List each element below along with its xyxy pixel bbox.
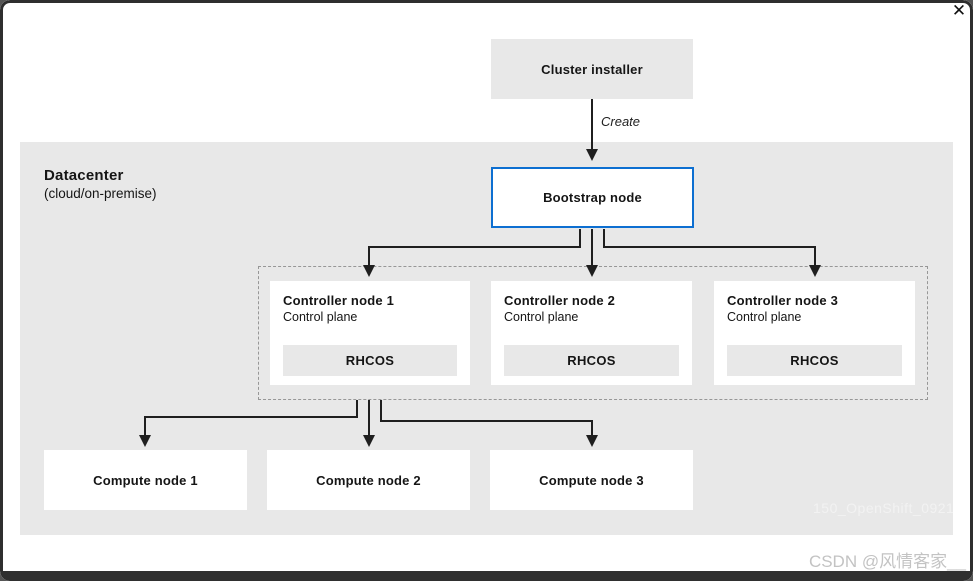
- controller-node-1-title: Controller node 1: [283, 293, 395, 308]
- controller-node-1-subtitle: Control plane: [283, 310, 358, 324]
- controller-node-3-rhcos-box: RHCOS: [727, 345, 902, 376]
- connector-bootstrap-left-horizontal: [369, 246, 581, 248]
- controller-node-1-rhcos-box: RHCOS: [283, 345, 457, 376]
- create-label: Create: [601, 114, 641, 129]
- connector-bootstrap-left-stub: [579, 229, 581, 248]
- datacenter-label: Datacenter (cloud/on-premise): [44, 167, 157, 201]
- connector-bootstrap-middle-drop: [591, 229, 593, 266]
- connector-group-left-drop: [144, 416, 146, 436]
- cluster-installer-label: Cluster installer: [541, 61, 643, 77]
- connector-group-right-drop: [591, 420, 593, 436]
- connector-group-left-stub: [356, 400, 358, 418]
- controller-node-2-title: Controller node 2: [504, 293, 616, 308]
- connector-create-arrowhead: [586, 149, 598, 161]
- controller-node-2-subtitle: Control plane: [504, 310, 579, 324]
- compute-node-1-label: Compute node 1: [93, 472, 198, 488]
- controller-node-3-subtitle: Control plane: [727, 310, 802, 324]
- connector-group-right-stub: [380, 400, 382, 422]
- connector-controller3-arrowhead: [809, 265, 821, 277]
- cluster-installer-box: Cluster installer: [491, 39, 693, 99]
- controller-node-1-box: Controller node 1 Control plane RHCOS: [270, 281, 470, 385]
- controller-node-3-box: Controller node 3 Control plane RHCOS: [714, 281, 915, 385]
- bootstrap-node-box: Bootstrap node: [491, 167, 694, 228]
- controller-node-3-title: Controller node 3: [727, 293, 839, 308]
- diagram-id-watermark: 150_OpenShift_0921: [813, 500, 955, 516]
- connector-compute2-arrowhead: [363, 435, 375, 447]
- compute-node-1-box: Compute node 1: [44, 450, 247, 510]
- connector-group-right-horizontal: [380, 420, 593, 422]
- bootstrap-node-label: Bootstrap node: [543, 190, 642, 205]
- compute-node-3-box: Compute node 3: [490, 450, 693, 510]
- connector-compute3-arrowhead: [586, 435, 598, 447]
- controller-node-2-rhcos-box: RHCOS: [504, 345, 679, 376]
- datacenter-title: Datacenter: [44, 167, 124, 184]
- csdn-watermark: CSDN @风情客家__: [808, 552, 966, 571]
- connector-compute1-arrowhead: [139, 435, 151, 447]
- connector-group-left-horizontal: [144, 416, 358, 418]
- close-icon[interactable]: ✕: [951, 1, 967, 20]
- connector-controller1-arrowhead: [363, 265, 375, 277]
- connector-bootstrap-left-drop: [368, 246, 370, 266]
- connector-group-middle-drop: [368, 400, 370, 436]
- compute-node-3-label: Compute node 3: [539, 472, 644, 488]
- connector-bootstrap-right-stub: [603, 229, 605, 248]
- connector-bootstrap-right-horizontal: [603, 246, 815, 248]
- compute-node-2-box: Compute node 2: [267, 450, 470, 510]
- compute-node-2-label: Compute node 2: [316, 472, 421, 488]
- connector-controller2-arrowhead: [586, 265, 598, 277]
- datacenter-subtitle: (cloud/on-premise): [44, 186, 157, 201]
- controller-node-2-box: Controller node 2 Control plane RHCOS: [491, 281, 692, 385]
- connector-create-line: [591, 99, 593, 149]
- connector-bootstrap-right-drop: [814, 246, 816, 266]
